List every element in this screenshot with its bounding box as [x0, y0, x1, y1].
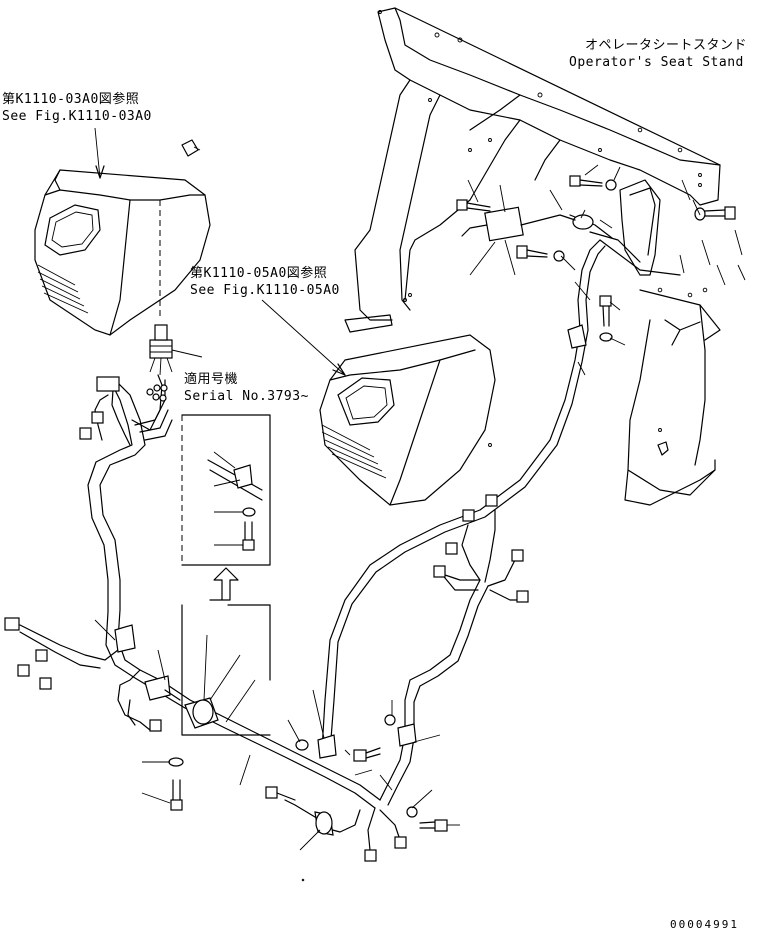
seat-stand-label-jp: オペレータシートスタンド: [585, 38, 748, 53]
leader-lines-stand: [467, 164, 746, 376]
wiring-harness-right: [317, 239, 606, 806]
seat-stand-frame: [344, 7, 721, 506]
ref2-label-en: See Fig.K1110-05A0: [190, 283, 340, 298]
serial-label-en: Serial No.3793~: [184, 389, 309, 404]
serial-inset: [181, 414, 271, 601]
stand-bolts: [456, 175, 736, 342]
left-cover-leaders: [94, 127, 201, 179]
wiring-harness-left: [19, 379, 381, 809]
ref2-label-jp: 第K1110-05A0図参照: [190, 266, 328, 281]
connectors: [4, 376, 529, 862]
lower-hardware: [168, 714, 448, 832]
ref1-label-en: See Fig.K1110-03A0: [2, 109, 152, 124]
serial-label-jp: 適用号機: [184, 372, 239, 387]
harness-branch-upper: [94, 374, 173, 446]
seat-stand-label-en: Operator's Seat Stand: [569, 55, 744, 70]
key-switch: [149, 324, 203, 376]
right-console-cover: [319, 334, 496, 506]
ref1-label-jp: 第K1110-03A0図参照: [2, 92, 140, 107]
drawing-number: 00004991: [670, 918, 739, 931]
left-console-cover: [34, 139, 211, 336]
switch-bracket-assembly: [461, 179, 681, 276]
harness-lower-branches: [284, 799, 401, 851]
right-cover-leader: [261, 299, 346, 376]
leader-lines-lower: [94, 619, 460, 851]
